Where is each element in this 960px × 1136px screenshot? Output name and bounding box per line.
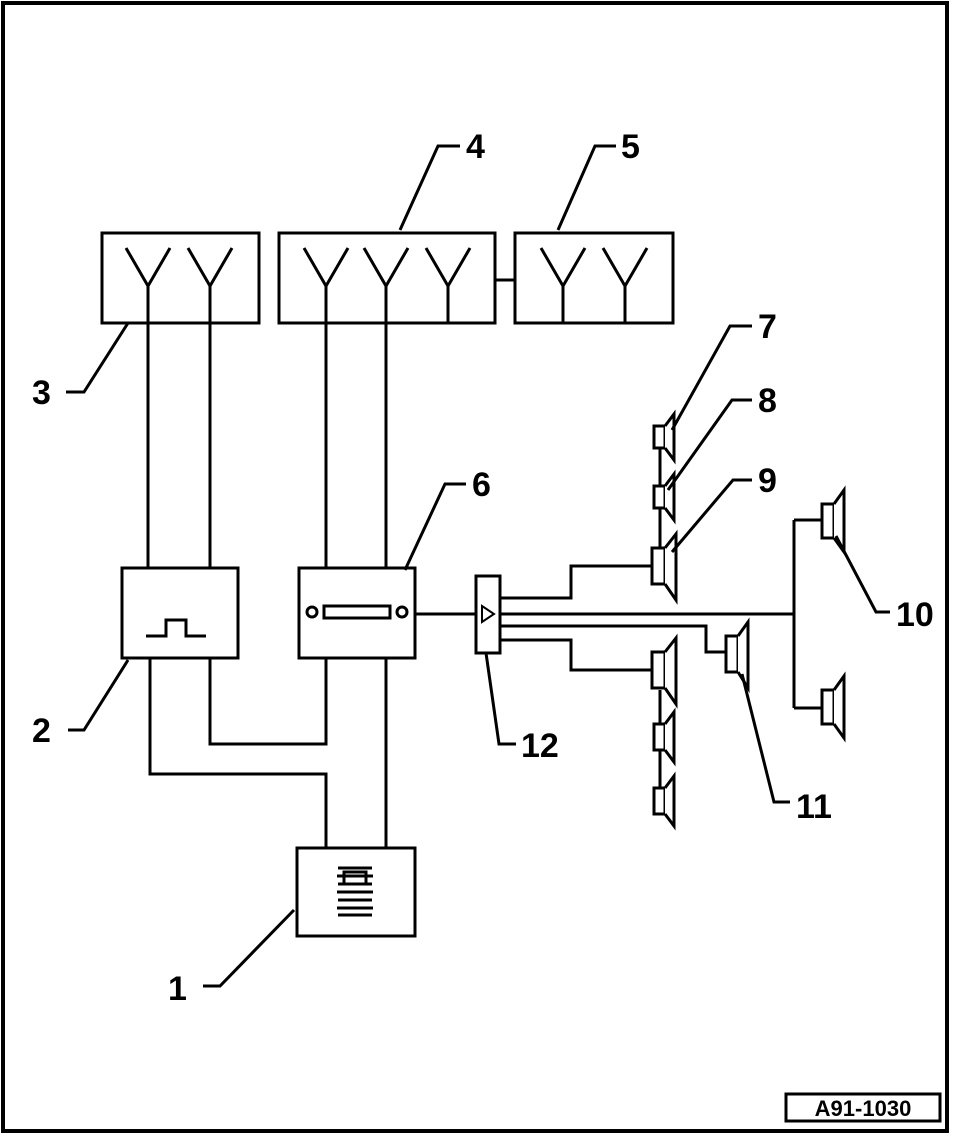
figure-ref-label: A91-1030 xyxy=(815,1096,912,1121)
speaker-lower-3 xyxy=(652,771,676,831)
callout-5: 5 xyxy=(621,128,640,166)
callout-4: 4 xyxy=(466,128,485,166)
speaker-8 xyxy=(652,469,676,525)
callout-1: 1 xyxy=(168,970,187,1008)
callout-6: 6 xyxy=(472,466,491,504)
speaker-10-lower xyxy=(820,671,846,743)
callout-9: 9 xyxy=(758,462,777,500)
callout-8: 8 xyxy=(758,382,777,420)
amplifier-12 xyxy=(474,574,502,655)
callout-7: 7 xyxy=(758,308,777,346)
speaker-lower-1 xyxy=(650,633,678,709)
callout-3: 3 xyxy=(32,374,51,412)
cd-changer-box-1 xyxy=(295,846,417,938)
callout-2: 2 xyxy=(32,712,51,750)
tuner-box-2 xyxy=(120,566,240,660)
antenna-module-5 xyxy=(513,231,675,325)
callout-10: 10 xyxy=(896,596,934,634)
speaker-11 xyxy=(724,617,750,694)
callout-12: 12 xyxy=(521,727,559,765)
speaker-7 xyxy=(652,409,676,465)
leader-lines xyxy=(66,144,890,988)
callout-11: 11 xyxy=(796,788,832,826)
antenna-module-4 xyxy=(277,231,497,325)
figure-ref-box: A91-1030 xyxy=(784,1092,942,1123)
antenna-module-3 xyxy=(100,231,261,325)
radio-unit-6 xyxy=(297,566,417,660)
speaker-lower-2 xyxy=(652,707,676,767)
speaker-9 xyxy=(650,529,678,605)
